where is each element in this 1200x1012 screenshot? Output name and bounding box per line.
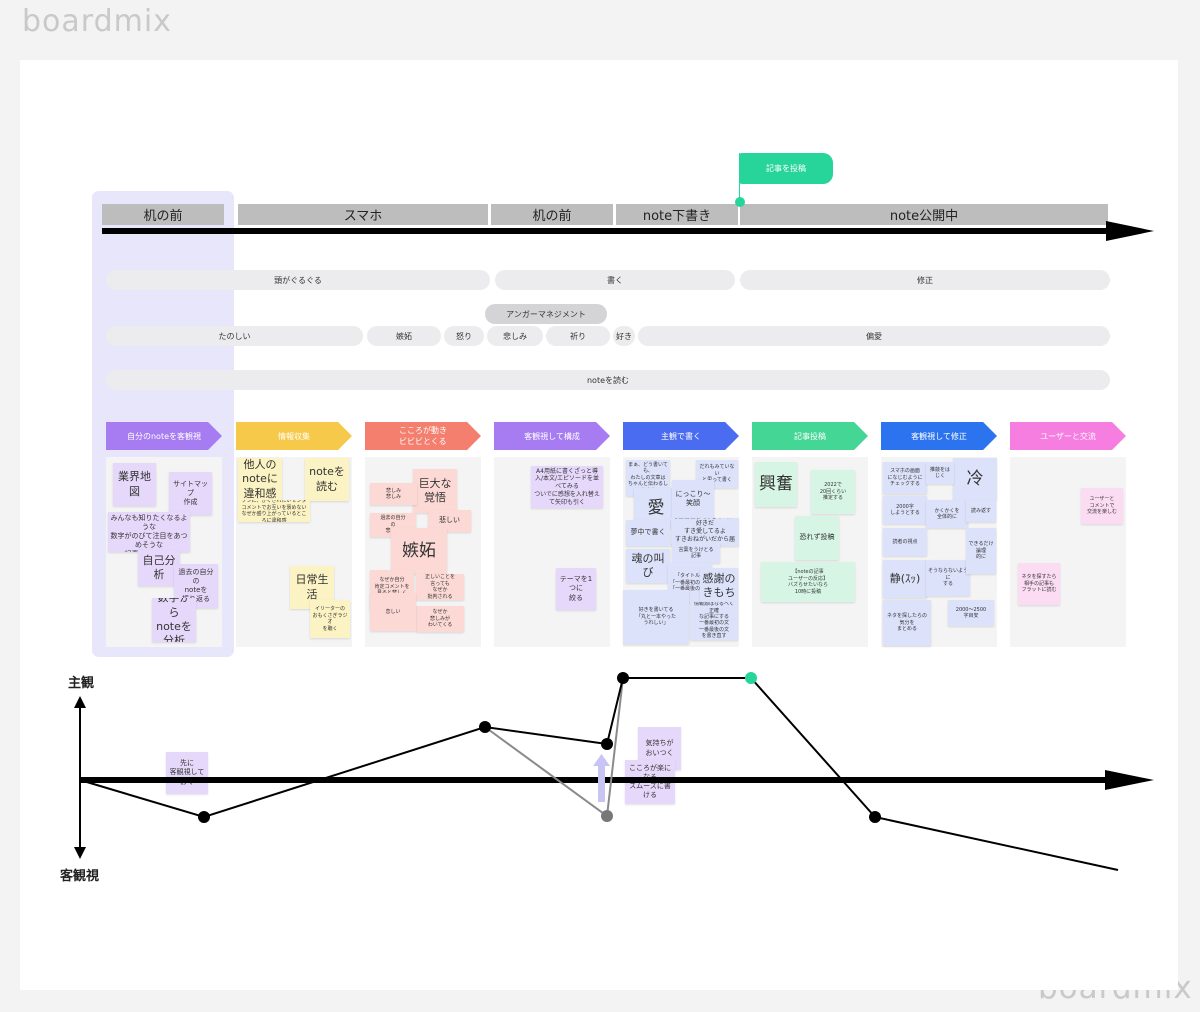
emotion-like[interactable]: 好き bbox=[613, 326, 635, 346]
sticky-note[interactable]: ネタを探すたら相手の記事もフラットに読む bbox=[1018, 563, 1060, 605]
journey-point bbox=[198, 811, 210, 823]
sticky-note[interactable]: 好きを書いてる「丸と一本やったうれしい」 bbox=[623, 590, 689, 644]
lane-anger-management[interactable]: アンガーマネジメント bbox=[485, 304, 607, 324]
sticky-note[interactable]: スマホの画面になじむようにチェックする bbox=[883, 462, 927, 494]
sticky-note[interactable]: 読者の視点 bbox=[883, 528, 927, 556]
sticky-note[interactable]: 感謝のきもち bbox=[700, 568, 738, 604]
sticky-note[interactable]: 2000字しようとする bbox=[883, 496, 927, 524]
sticky-note[interactable]: 嫉妬 bbox=[391, 528, 447, 574]
sticky-note[interactable]: 自己分析 bbox=[138, 550, 180, 586]
y-axis-bottom-label: 客観視 bbox=[60, 869, 100, 884]
emotion-prayer[interactable]: 祈り bbox=[546, 326, 610, 346]
sticky-note[interactable]: ネタを探したらの気分をまとめる bbox=[883, 600, 931, 646]
journey-point-alt bbox=[601, 810, 613, 822]
stage-subjective-writing[interactable]: 主観で書く bbox=[623, 422, 739, 450]
journey-point bbox=[479, 721, 491, 733]
sticky-note[interactable]: なぜか悲しみがわいてくる bbox=[416, 606, 464, 632]
graph-y-arrow-up bbox=[74, 696, 86, 708]
journey-point bbox=[869, 811, 881, 823]
sticky-note[interactable]: 正しいことを言ってもなぜか批判される bbox=[416, 574, 464, 600]
lane-read-note[interactable]: noteを読む bbox=[106, 370, 1110, 390]
journey-point bbox=[617, 672, 629, 684]
phase-desk-1[interactable]: 机の前 bbox=[102, 204, 224, 225]
brand-logo-top: boardmix bbox=[22, 4, 172, 39]
sticky-note[interactable]: 愛 bbox=[634, 488, 678, 528]
sticky-note[interactable]: 情報源はなるべく正確な記事にする bbox=[690, 602, 738, 620]
timeline-graphics bbox=[74, 197, 1154, 871]
phase-smartphone[interactable]: スマホ bbox=[238, 204, 488, 225]
sticky-note[interactable]: noteを読む bbox=[305, 458, 349, 501]
stage-self-review[interactable]: 自分のnoteを客観視 bbox=[106, 422, 222, 450]
sticky-note[interactable]: できるだけ論理的に bbox=[966, 528, 996, 574]
graph-note[interactable]: 先に客観視しておく bbox=[166, 752, 208, 794]
graph-y-arrow-down bbox=[74, 847, 86, 859]
lane-thinking[interactable]: 頭がぐるぐる bbox=[106, 270, 490, 290]
sticky-note[interactable]: サイトマップ作成 bbox=[169, 472, 212, 515]
sticky-note[interactable]: 悲しみ悲しみ bbox=[370, 483, 417, 505]
stage-user-interaction[interactable]: ユーザーと交流 bbox=[1010, 422, 1126, 450]
sticky-note[interactable]: 数字からnoteを分析 bbox=[152, 598, 196, 642]
sticky-note[interactable]: 変愛愛愛大好き本当に好きだすき愛してるよすきおねがいだから届いて bbox=[671, 518, 739, 546]
stage-inspiration[interactable]: こころが動きビビビとくる bbox=[365, 422, 481, 450]
sticky-note[interactable]: 興奮 bbox=[755, 462, 797, 507]
journey-line bbox=[79, 677, 1119, 871]
whiteboard-canvas[interactable]: 記事を投稿 机の前 スマホ 机の前 note下書き note公開中 頭がぐるぐる… bbox=[20, 60, 1178, 990]
sticky-note[interactable]: 悲しい bbox=[428, 510, 471, 532]
sticky-note[interactable]: 読み返す bbox=[966, 500, 996, 522]
sticky-note[interactable]: 恋しい bbox=[370, 593, 416, 631]
y-axis-top-label: 主観 bbox=[68, 676, 95, 691]
sticky-note[interactable]: かくかくを全体的に bbox=[926, 500, 968, 528]
sticky-note[interactable]: にっこり～笑顔 bbox=[672, 480, 714, 518]
sticky-note[interactable]: 恐れず投稿 bbox=[795, 516, 839, 560]
phase-note-draft[interactable]: note下書き bbox=[616, 204, 738, 225]
sticky-note[interactable]: イリーターのおもくさぎラジオを聴く bbox=[310, 600, 350, 638]
emotion-anger[interactable]: 怒り bbox=[444, 326, 484, 346]
emotion-jealousy[interactable]: 嫉妬 bbox=[367, 326, 441, 346]
up-arrow-shaft bbox=[598, 766, 605, 802]
post-article-flag[interactable]: 記事を投稿 bbox=[739, 153, 833, 184]
sticky-note[interactable]: 言葉をうけとる記事 bbox=[672, 543, 720, 563]
graph-x-arrow-head bbox=[1105, 770, 1154, 790]
lane-writing[interactable]: 書く bbox=[495, 270, 735, 290]
sticky-note[interactable]: ユーザーとコメントで交流を楽しむ bbox=[1081, 488, 1123, 524]
emotion-sadness[interactable]: 悲しみ bbox=[487, 326, 543, 346]
emotion-devotion[interactable]: 偏愛 bbox=[638, 326, 1110, 346]
sticky-note[interactable]: A4用紙に書くざっと導入/本文/エピソードを並べてみるついでに感想を入れ替えて矢… bbox=[531, 466, 603, 508]
stage-post[interactable]: 記事投稿 bbox=[752, 422, 868, 450]
post-flag-marker bbox=[735, 197, 745, 207]
sticky-note[interactable]: 冷 bbox=[953, 458, 997, 500]
timeline-arrow-head bbox=[1106, 221, 1154, 241]
sticky-note[interactable]: 業界地図 bbox=[113, 463, 156, 506]
journey-point bbox=[601, 738, 613, 750]
emotion-fun[interactable]: たのしい bbox=[106, 326, 363, 346]
up-arrow-head bbox=[593, 754, 610, 766]
stage-structure[interactable]: 客観視して構成 bbox=[494, 422, 610, 450]
sticky-note[interactable]: 推敲をはじく bbox=[926, 462, 954, 484]
stage-objective-revise[interactable]: 客観視して修正 bbox=[881, 422, 997, 450]
sticky-note[interactable]: フンに、かくされたいセンタコメントでお互いを褒めないなぜか盛り上がっているところ… bbox=[238, 500, 310, 522]
phase-note-published[interactable]: note公開中 bbox=[740, 204, 1108, 225]
sticky-note[interactable]: 一番最初の文一番最後の文を書き直す bbox=[690, 620, 738, 640]
stage-info-gathering[interactable]: 情報収集 bbox=[236, 422, 352, 450]
sticky-note[interactable]: 魂の叫び bbox=[626, 549, 670, 583]
phase-desk-2[interactable]: 机の前 bbox=[491, 204, 613, 225]
sticky-note[interactable]: そうならないようにする bbox=[926, 560, 970, 596]
sticky-note[interactable]: テーマを1つに絞る bbox=[556, 568, 596, 610]
sticky-note[interactable]: 夢中で書く bbox=[626, 520, 670, 546]
sticky-note[interactable]: 静(ｽｯ) bbox=[883, 560, 927, 598]
lane-revise[interactable]: 修正 bbox=[740, 270, 1110, 290]
sticky-note[interactable]: 巨大な覚悟 bbox=[413, 469, 457, 513]
journey-point-post bbox=[745, 672, 757, 684]
